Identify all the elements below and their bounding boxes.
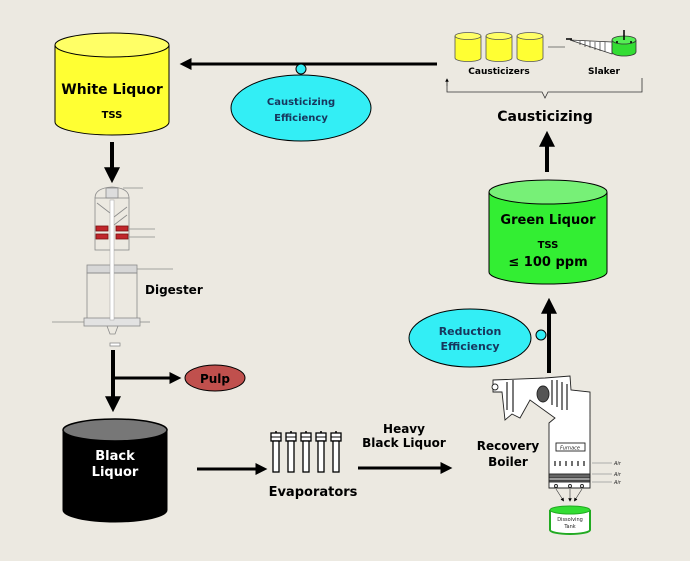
recovery-boiler-label-1: Recovery <box>477 439 540 453</box>
black-liquor-label-1: Black <box>95 449 135 464</box>
causticizing-efficiency-label-1: Causticizing <box>267 97 335 108</box>
causticizing-efficiency-node: Causticizing Efficiency <box>230 63 372 142</box>
digester-label: Digester <box>145 283 203 297</box>
evaporator-unit <box>270 431 282 473</box>
causticizer-tank <box>454 32 482 62</box>
evaporators-label: Evaporators <box>269 485 358 500</box>
evaporator-unit <box>330 431 342 473</box>
heavy-black-liquor-label-2: Black Liquor <box>362 436 446 450</box>
pulp-label: Pulp <box>200 372 230 386</box>
white-liquor-tank: White Liquor TSS <box>54 32 170 136</box>
causticizing-brace <box>446 78 643 99</box>
slaker-label: Slaker <box>588 67 620 77</box>
causticizing-efficiency-label-2: Efficiency <box>274 113 328 124</box>
digester-shaft <box>109 199 115 321</box>
recovery-boiler-icon: Furnace <box>491 375 612 502</box>
causticizers-label: Causticizers <box>468 67 529 77</box>
black-liquor-tank: Black Liquor <box>62 418 168 523</box>
black-liquor-label-2: Liquor <box>92 465 139 480</box>
causticizing-label: Causticizing <box>497 109 593 125</box>
white-liquor-label: White Liquor <box>61 82 163 98</box>
dissolving-tank: Dissolving Tank <box>549 505 591 535</box>
green-liquor-tss-label: TSS <box>538 240 559 251</box>
green-liquor-spec-label: ≤ 100 ppm <box>508 255 587 270</box>
evaporator-unit <box>315 431 327 473</box>
slaker-icon <box>566 30 637 57</box>
evaporators-icon <box>270 431 342 473</box>
evaporator-unit <box>285 431 297 473</box>
air-label-2: Air <box>613 472 622 478</box>
dissolving-tank-label-1: Dissolving <box>557 517 583 523</box>
reduction-efficiency-node: Reduction Efficiency <box>408 308 547 368</box>
air-label-3: Air <box>613 480 622 486</box>
furnace-label: Furnace <box>560 446 580 452</box>
causticizer-tank <box>485 32 513 62</box>
recovery-boiler-label-2: Boiler <box>488 455 528 469</box>
green-liquor-label: Green Liquor <box>500 213 596 228</box>
air-label-1: Air <box>613 461 622 467</box>
pulp-node: Pulp <box>184 364 246 392</box>
causticizer-tank <box>516 32 544 62</box>
reduction-efficiency-label-2: Efficiency <box>440 340 499 353</box>
green-liquor-tank: Green Liquor TSS ≤ 100 ppm <box>488 179 608 285</box>
causticizers-icon <box>454 32 544 62</box>
reduction-efficiency-label-1: Reduction <box>439 325 502 338</box>
white-liquor-tss-label: TSS <box>102 110 123 121</box>
evaporator-unit <box>300 431 312 473</box>
heavy-black-liquor-label-1: Heavy <box>383 422 425 436</box>
dissolving-tank-label-2: Tank <box>563 524 575 530</box>
